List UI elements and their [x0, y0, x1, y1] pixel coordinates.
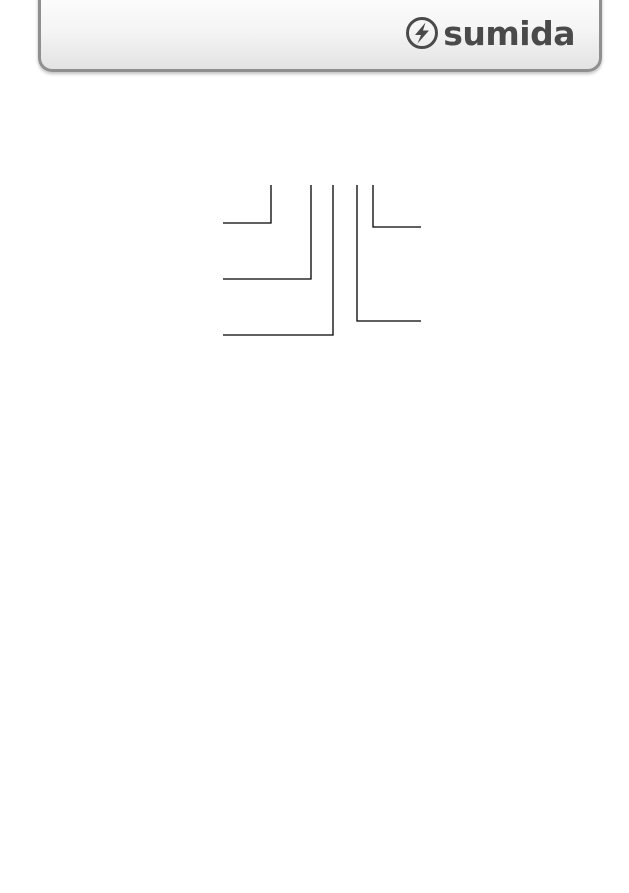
leader-line-3	[223, 185, 334, 336]
logo-text: sumida	[443, 13, 575, 53]
sumida-logo: sumida	[405, 16, 575, 50]
leader-line-4	[372, 185, 421, 228]
header-banner: sumida	[38, 0, 602, 72]
leader-line-5	[356, 185, 421, 322]
sumida-lightning-circle-icon	[406, 17, 439, 49]
leader-line-1	[223, 185, 272, 224]
leader-line-2	[223, 185, 312, 280]
